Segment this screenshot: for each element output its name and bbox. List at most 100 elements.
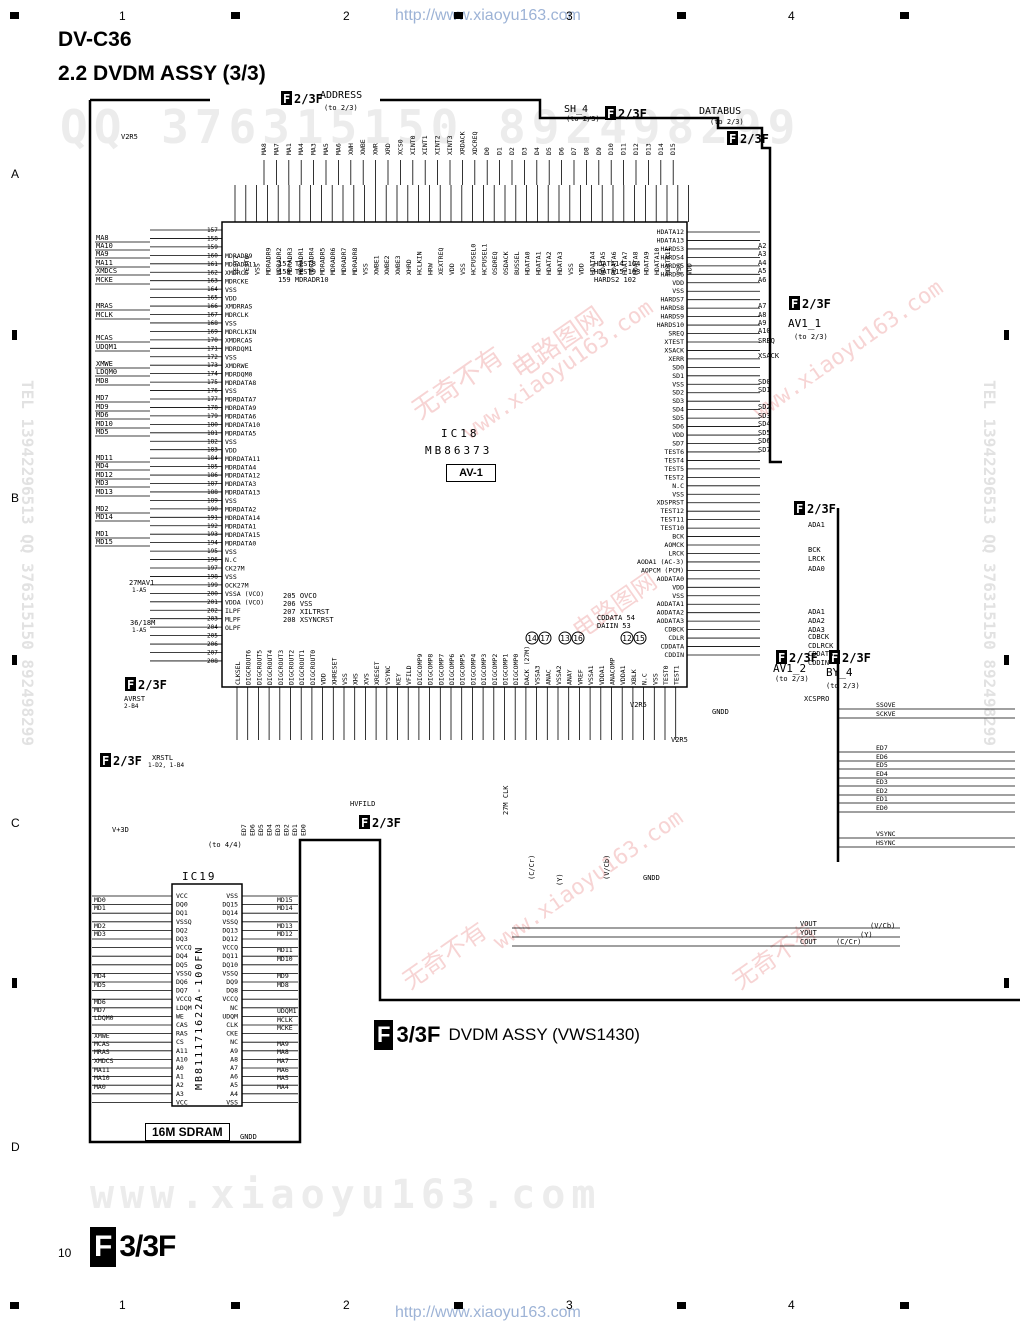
ic18-pin-label: SD2 [672,389,684,397]
ic18-pin-label: AODA1 (AC-3) [637,558,684,566]
footer-mark: F 3/3F [90,1226,176,1268]
net-label-mcke: MCKE [96,276,113,284]
ic19-pin-label: DQ10 [222,961,238,969]
net-label-d3: D3 [520,147,528,155]
ic18-pin-label: VDD [578,263,586,275]
ic18-pin-label: VSS [225,573,237,581]
test-point-number: 16 [573,634,583,643]
watermark-url-top: http://www.xiaoyu163.com [395,7,581,24]
ic18-pin-label: VDD [225,446,237,454]
ic18-pin-number: 205 [207,633,218,640]
ic19-pin-label: A9 [230,1047,238,1055]
ic18-pin-label: DIGCOMP3 [480,654,488,685]
test-point-circle [633,631,647,645]
ic19-pin-label: VCCQ [222,995,238,1003]
test-point-number: 14 [527,634,537,643]
net-label-ed6: ED6 [876,753,888,761]
video-tag: (V/Cb) [870,922,895,930]
net-label-a7: A7 [758,302,766,310]
ic18-pin-label: AOPCM (PCM) [641,566,684,574]
ic18-pin-label: VSS [672,287,684,295]
grid-col-2-bottom: 2 [343,1298,350,1312]
v2r5-label-3: V2R5 [671,736,688,744]
svg-text:2/3F: 2/3F [807,502,836,516]
ic18-pin-label: MDRADR9 [264,248,272,275]
ic18-pin-label: HDATA10 [653,248,661,275]
grid-mark [900,1302,909,1309]
ic18-pin-number: 176 [207,388,218,395]
net-label-md14: MD14 [96,513,113,521]
grid-mark [677,12,686,19]
ic18-pin-number: 162 [207,269,218,276]
ic18-pin-label: VDD [320,673,328,685]
test-point-circle [571,631,585,645]
ic18-pin-label: HDATA0 [524,251,532,275]
net-label-md2: MD2 [94,922,106,930]
ic18-pin-label: VSS [225,387,237,395]
svg-text:F: F [791,297,798,311]
ic18-pin-label: MDRCKE [225,277,249,285]
ic18-pin-label: MDRDATA0 [225,539,256,547]
net-label-hsync: HSYNC [876,839,896,847]
ic18-pin-label: AOMCK [664,541,684,549]
ic18-pin-number: 191 [207,514,218,521]
net-label-sd3: SD3 [758,412,771,420]
ic18-pin-label: XWBE2 [383,255,391,275]
net-label-xmdcs: XMDCS [96,267,117,275]
video-out-vout: VOUT [800,920,818,928]
v2r5-label: V2R5 [121,133,138,141]
ic19-pin-label: A11 [176,1047,188,1055]
ic18-pin-number: 163 [207,278,218,285]
net-label-md9: MD9 [277,972,289,980]
svg-text:F: F [102,754,109,768]
net-label-md12: MD12 [96,471,113,479]
net-label-ed5: ED5 [257,824,265,836]
net-label-xwr: XWR [372,143,380,155]
ic18-body [221,221,688,688]
ic19-pin-label: DQ2 [176,926,188,934]
svg-text:F: F [778,651,785,665]
ic18-pin-number: 185 [207,464,218,471]
net-label-mcas: MCAS [96,334,113,342]
ic18-pin-label: SD6 [672,423,684,431]
ic18-pin-label: MDRADR5 [318,248,326,275]
ic19-pin-label: WE [176,1012,184,1020]
net-label-md1: MD1 [96,530,109,538]
ic18-pin-label: MDRDATA7 [225,396,256,404]
ic18-pin-label: MDRDATA9 [225,404,256,412]
ic18-pin-label: OLPF [225,624,241,632]
ic18-pin-label: CDLR [668,634,684,642]
net-label-d11: D11 [620,143,628,155]
grid-col-2: 2 [343,9,350,23]
conn-av11-to: (to 2/3) [794,333,828,341]
net-label-sd7: SD7 [758,446,771,454]
grid-mark [1004,655,1009,665]
ic18-pin-label: MLPF [225,615,241,623]
ic18-pin-label: DIGCOMP2 [491,654,499,685]
net-label-mcas: MCAS [94,1040,110,1048]
net-label-ed0: ED0 [876,804,888,812]
net-label-xint1: XINT1 [421,135,429,155]
net-label-a10: A10 [758,327,771,335]
conn-by4-to: (to 2/3) [826,682,860,690]
ic19-pin-label: A3 [176,1090,184,1098]
net-label-ed2: ED2 [876,787,888,795]
ic18-pin-label: XHS [352,673,360,685]
ic18-pin-label: XERR [668,355,684,363]
svg-text:F: F [796,502,803,516]
net-label-ma8: MA8 [260,143,268,155]
frame-top [380,98,782,464]
net-label-ma11: MA11 [96,259,113,267]
svg-text:F: F [127,678,134,692]
net-label-md3: MD3 [96,479,109,487]
assy-fraction: 3/3F [396,1022,441,1047]
ic18-pin-label: VSS [225,286,237,294]
ic18-pin-number: 193 [207,531,218,538]
ic18-pin-label: CDBCK [664,626,684,634]
ic18-pin-label: HDATA9 [642,251,650,275]
test-point-number: 12 [622,634,632,643]
ic19-pin-label: VSSQ [176,969,192,977]
net-label-ma6: MA6 [334,143,342,155]
net-label-d10: D10 [607,143,615,155]
